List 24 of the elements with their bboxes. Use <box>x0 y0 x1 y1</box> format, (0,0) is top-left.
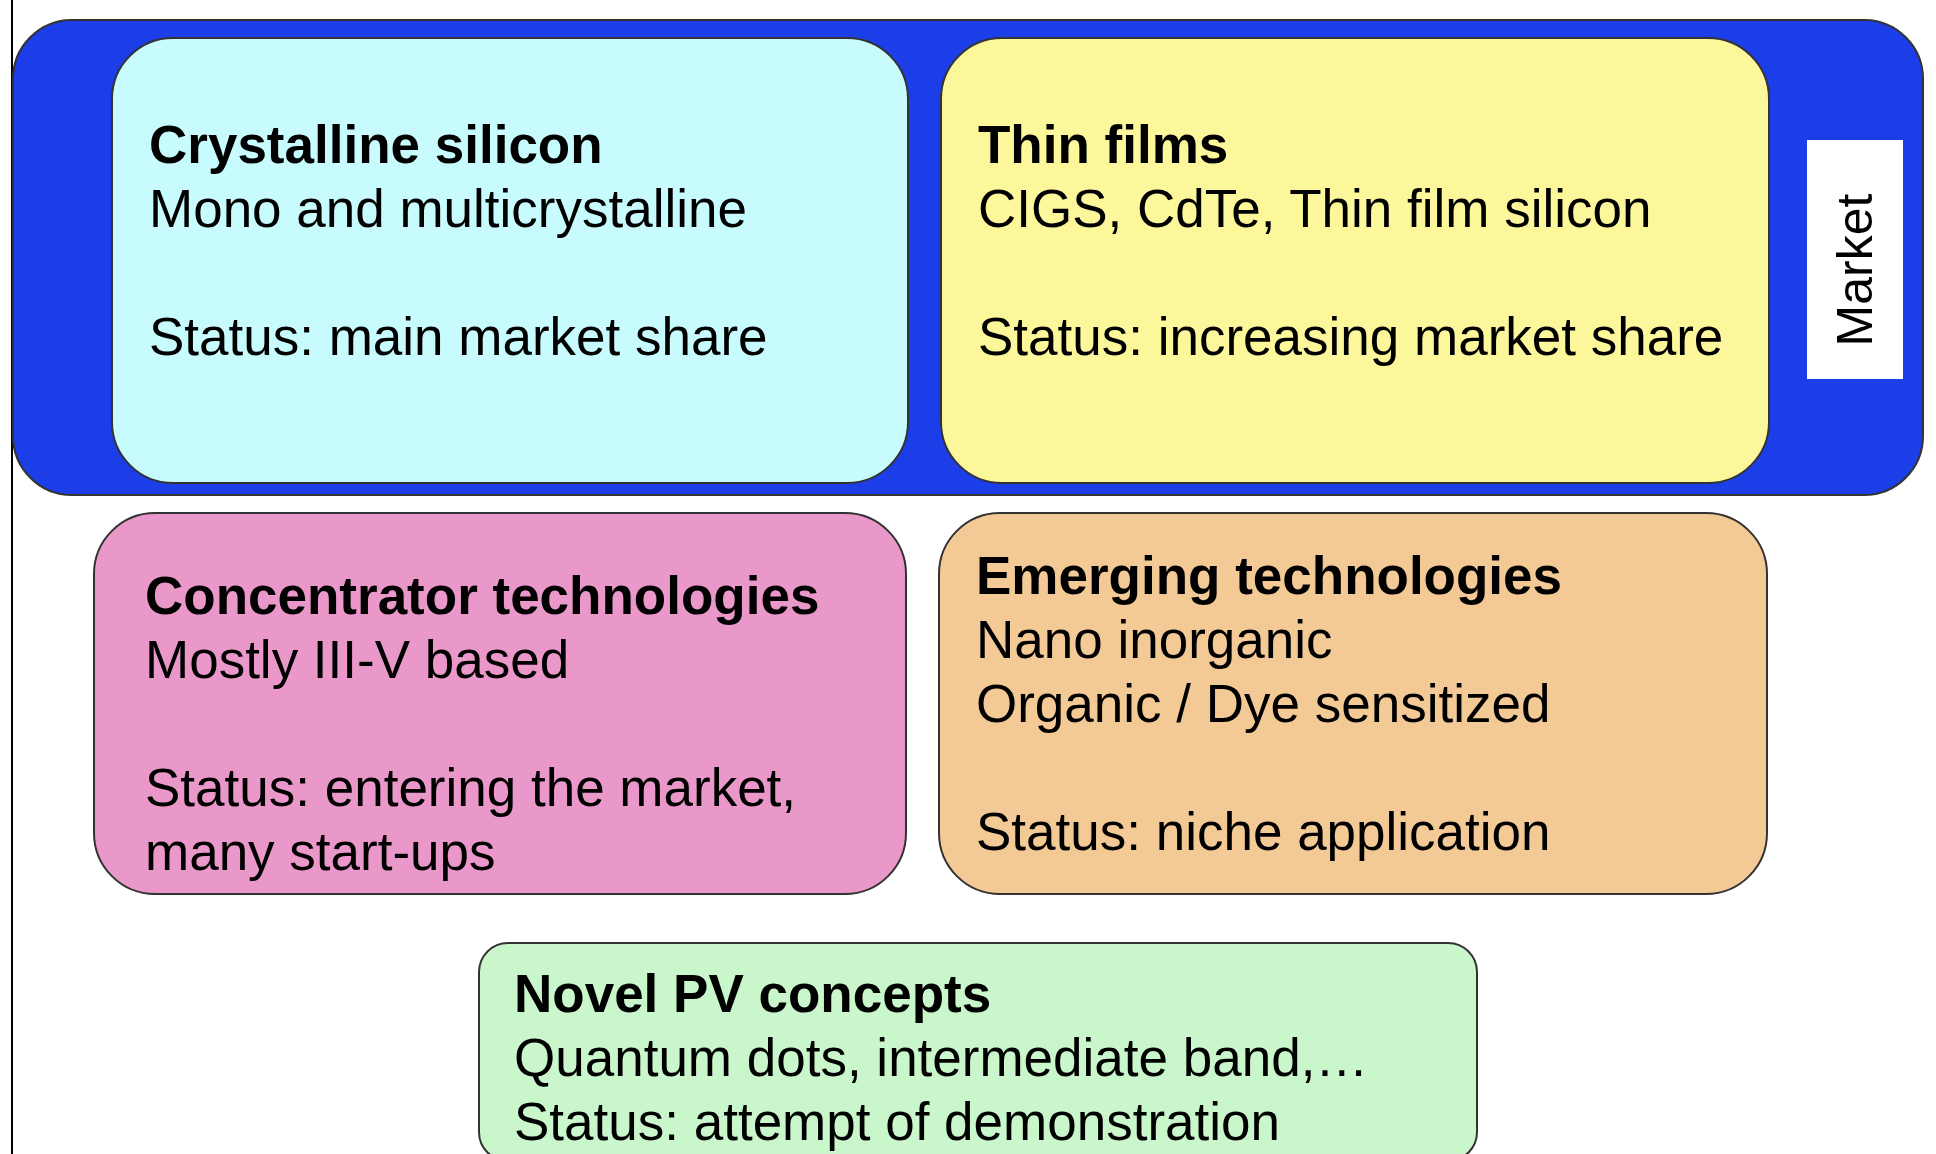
heading-text: Thin films <box>978 114 1230 176</box>
market-band <box>12 19 1924 496</box>
status-text: Status: niche application <box>976 801 1552 863</box>
technology-box <box>93 512 907 895</box>
heading-text: Crystalline silicon <box>149 114 604 176</box>
description-text: Quantum dots, intermediate band,… <box>514 1027 1370 1089</box>
heading-text: Concentrator technologies <box>145 565 821 627</box>
heading-text: Novel PV concepts <box>514 963 993 1025</box>
technology-box <box>111 37 909 484</box>
technology-box <box>940 37 1770 484</box>
description-text: Organic / Dye sensitized <box>976 673 1552 735</box>
status-text: Status: entering the market, many start-ups <box>145 757 798 883</box>
side-label: Market <box>1827 192 1883 346</box>
description-text: Mono and multicrystalline <box>149 178 748 240</box>
description-text: Nano inorganic <box>976 609 1334 671</box>
status-text: Status: increasing market share <box>978 306 1725 368</box>
technology-box <box>938 512 1768 895</box>
status-text: Status: main market share <box>149 306 769 368</box>
technology-box <box>478 942 1478 1154</box>
description-text: Mostly III-V based <box>145 629 571 691</box>
label-box <box>1807 140 1903 379</box>
description-text: CIGS, CdTe, Thin film silicon <box>978 178 1653 240</box>
heading-text: Emerging technologies <box>976 545 1564 607</box>
status-text: Status: attempt of demonstration <box>514 1091 1281 1153</box>
